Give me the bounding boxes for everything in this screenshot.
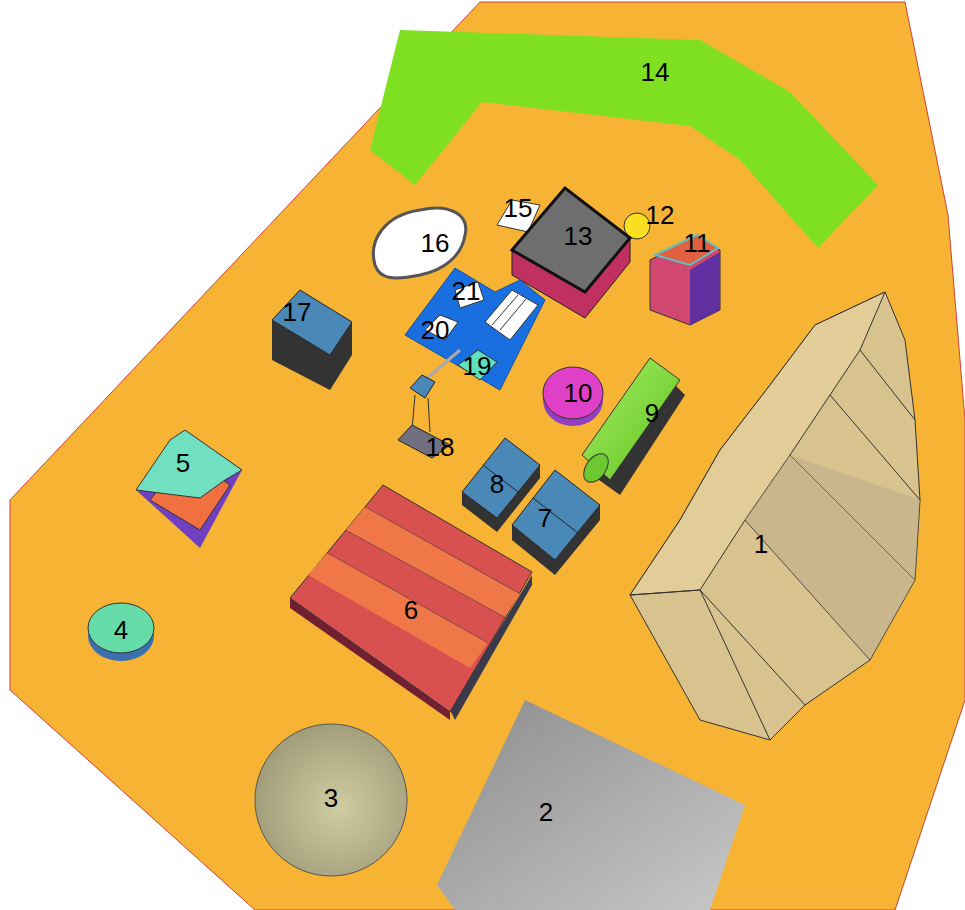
callout-number: 18 [426, 434, 455, 460]
callout-number: 14 [641, 59, 670, 85]
blue-building [272, 290, 352, 390]
callout-number: 13 [564, 223, 593, 249]
round-pad [255, 724, 407, 876]
callout-number: 12 [646, 202, 675, 228]
blue-building [462, 438, 540, 532]
shed [136, 430, 242, 548]
callout-number: 11 [684, 230, 711, 256]
callout-number: 16 [421, 230, 450, 256]
blue-platform [405, 268, 545, 390]
small-tank [88, 603, 154, 661]
callout-number: 3 [324, 785, 338, 811]
callout-number: 2 [539, 799, 553, 825]
callout-number: 1 [754, 531, 768, 557]
callout-number: 4 [114, 617, 128, 643]
callout-number: 5 [176, 450, 190, 476]
callout-number: 21 [452, 278, 481, 304]
callout-number: 17 [283, 299, 312, 325]
callout-number: 10 [564, 380, 593, 406]
stockpile [630, 292, 920, 740]
callout-number: 7 [538, 505, 552, 531]
pond [373, 208, 465, 278]
site-ground [10, 2, 965, 910]
callout-number: 15 [504, 195, 533, 221]
callout-number: 6 [404, 597, 418, 623]
callout-number: 9 [645, 400, 659, 426]
round-tank [543, 367, 603, 426]
paved-area [437, 700, 745, 910]
callout-number: 19 [463, 353, 492, 379]
callout-number: 20 [421, 317, 450, 343]
callout-number: 8 [490, 471, 504, 497]
